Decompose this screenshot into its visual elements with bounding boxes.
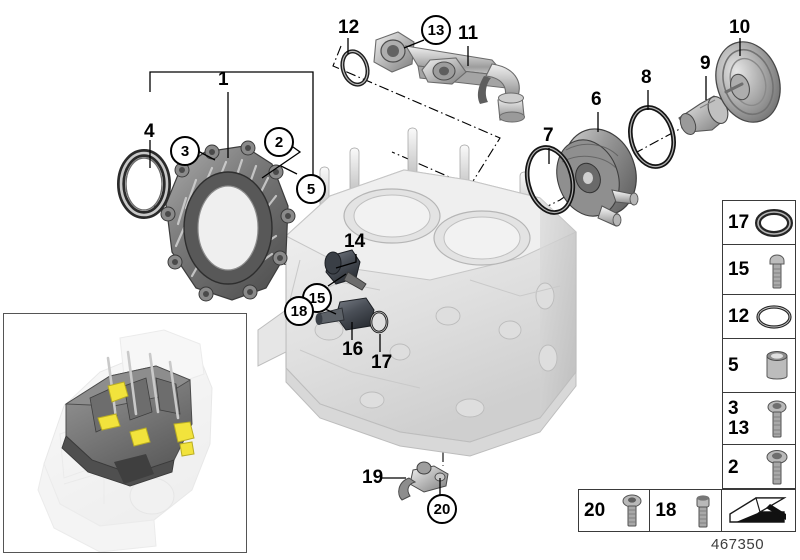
legend-dome-bolt-icon	[758, 249, 795, 291]
legend-num-5: 5	[728, 354, 739, 376]
pulley-damper-part	[715, 41, 781, 123]
legend-num-17: 17	[728, 211, 750, 233]
o-ring-8-part	[628, 105, 676, 169]
legend-row-2[interactable]: 2	[723, 445, 795, 490]
callout-14: 14	[344, 231, 366, 252]
callout-17: 17	[371, 352, 393, 373]
legend-bottom-row: 20 18	[578, 489, 796, 532]
knock-sensor-part	[324, 249, 367, 291]
callout-8: 8	[641, 67, 652, 88]
callout-13: 13	[421, 15, 451, 45]
legend-num-2: 2	[728, 456, 739, 478]
legend-flange-bolt-icon	[758, 448, 795, 488]
legend-row-20[interactable]: 20	[579, 490, 651, 531]
legend-num-15: 15	[728, 258, 750, 280]
legend-row-5[interactable]: 5	[723, 339, 795, 393]
engine-cover-part	[160, 140, 296, 302]
shaft-seal-part	[117, 149, 171, 219]
legend-sleeve-icon	[758, 346, 795, 386]
legend-socket-bolt-icon	[685, 492, 720, 530]
engine-location-inset	[3, 313, 247, 553]
legend-torx-flange-bolt-icon	[614, 492, 649, 530]
o-ring-17-inline	[369, 310, 389, 334]
legend-row-15[interactable]: 15	[723, 245, 795, 295]
callout-6: 6	[591, 89, 602, 110]
callout-5: 5	[296, 174, 326, 204]
oil-spray-nozzle-part	[398, 461, 449, 501]
legend-panel: 17 15 12	[722, 200, 796, 489]
legend-num-13: 13	[728, 417, 750, 439]
callout-7: 7	[543, 125, 554, 146]
drawing-number: 467350	[711, 536, 765, 553]
legend-num-12: 12	[728, 305, 750, 327]
legend-o-ring-12-icon	[753, 302, 795, 332]
callout-4: 4	[144, 121, 155, 142]
legend-row-17[interactable]: 17	[723, 201, 795, 245]
legend-num-3: 3	[728, 398, 739, 420]
coolant-pipe-part	[373, 31, 525, 123]
inset-artwork	[37, 329, 213, 552]
callout-11: 11	[458, 23, 479, 44]
legend-row-arrow[interactable]	[722, 490, 795, 531]
callout-9: 9	[700, 53, 711, 74]
legend-row-18[interactable]: 18	[650, 490, 722, 531]
legend-torx-bolt-icon	[758, 397, 795, 441]
oil-pressure-sensor-part	[315, 297, 375, 331]
callout-2: 2	[264, 127, 294, 157]
callout-10: 10	[729, 17, 751, 38]
callout-16: 16	[342, 339, 364, 360]
hub-flange-part	[678, 95, 729, 136]
leader-lines	[149, 38, 741, 496]
o-ring-12-part	[340, 49, 370, 87]
legend-row-3-13[interactable]: 3 13	[723, 393, 795, 445]
arrow-marker-icon	[722, 494, 795, 528]
callout-1: 1	[218, 69, 229, 90]
o-ring-7-part	[524, 145, 576, 215]
legend-num-18: 18	[655, 499, 677, 521]
legend-num-20: 20	[584, 499, 606, 521]
legend-num-3-13: 3 13	[723, 399, 758, 438]
legend-o-ring-17	[753, 206, 795, 240]
callout-3: 3	[170, 136, 200, 166]
callout-18: 18	[284, 296, 314, 326]
legend-row-12[interactable]: 12	[723, 295, 795, 339]
callout-12: 12	[338, 17, 360, 38]
callout-19: 19	[362, 467, 384, 488]
engine-block	[257, 127, 577, 457]
callout-20: 20	[427, 494, 457, 524]
